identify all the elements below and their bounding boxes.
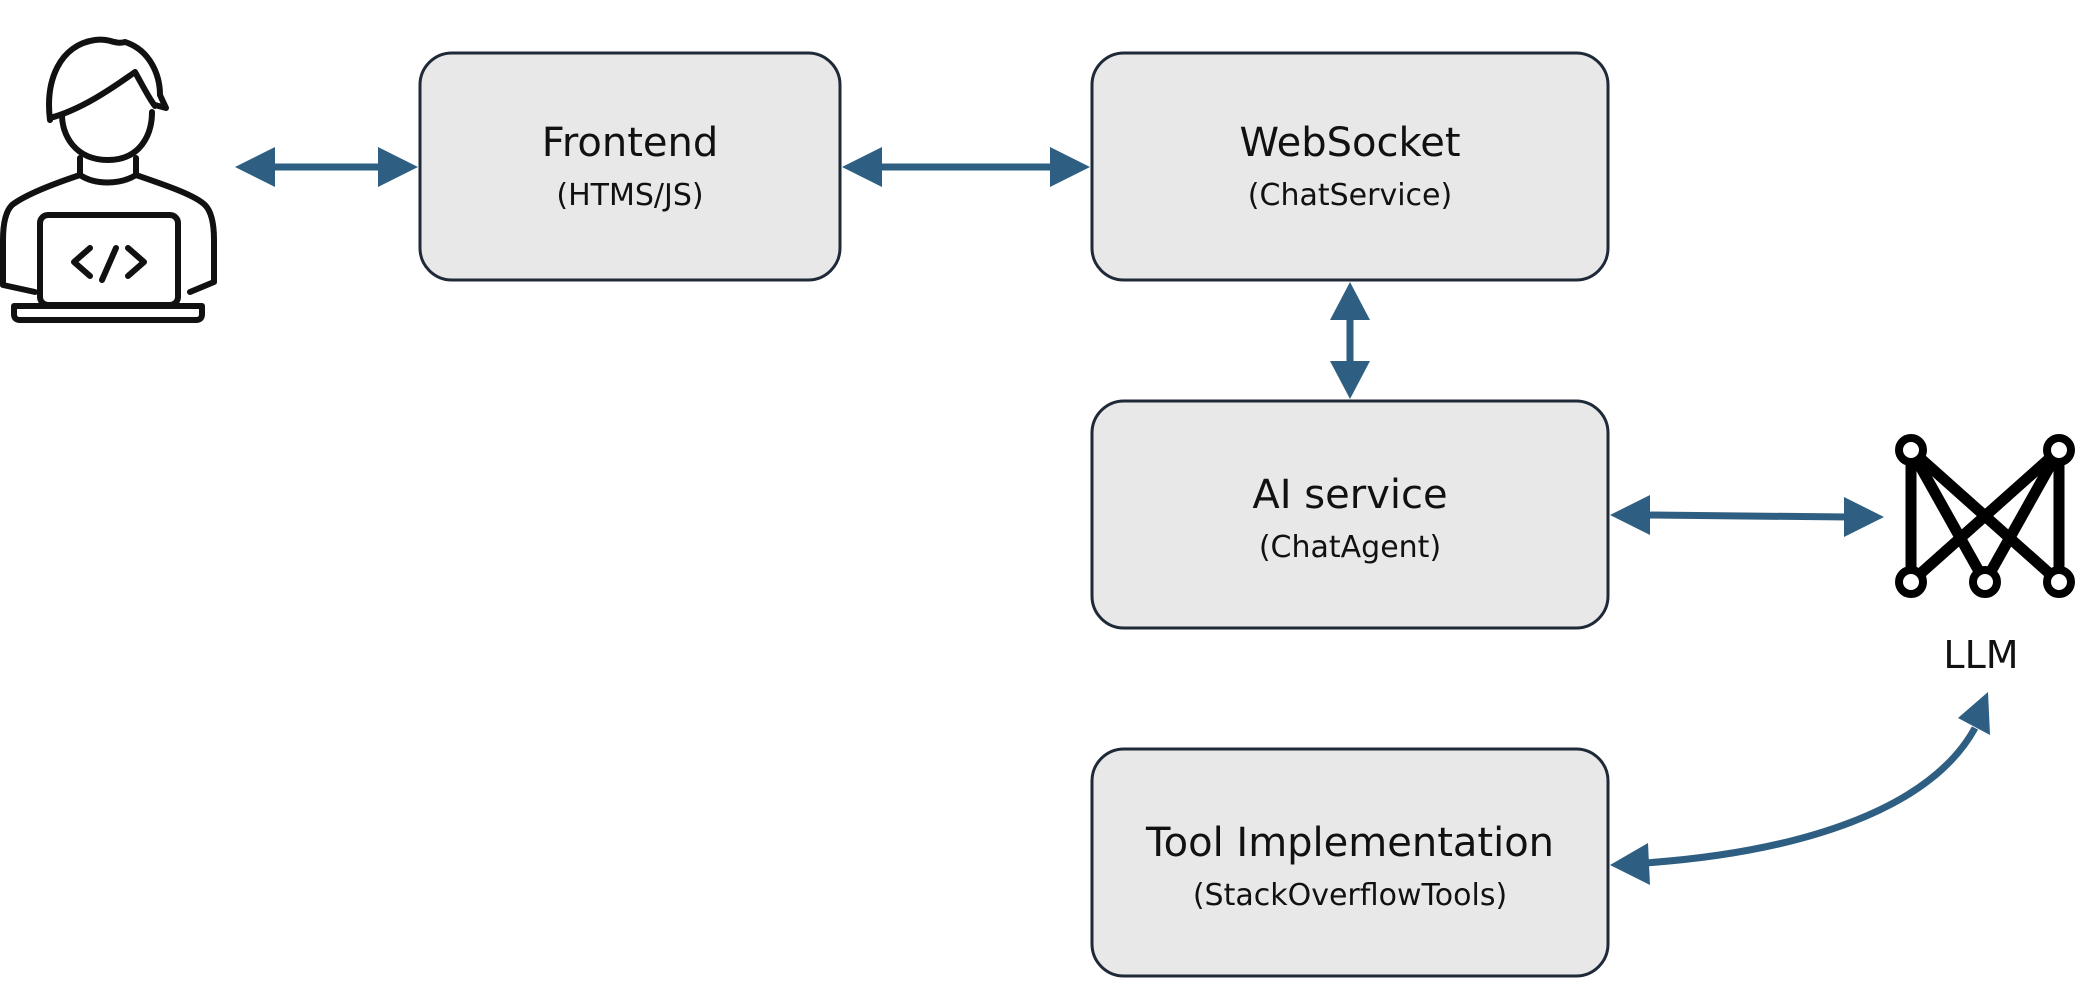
arrow-tools-llm [1610, 692, 1990, 885]
websocket-subtitle: (ChatService) [1248, 178, 1452, 213]
tools-title: Tool Implementation [1145, 820, 1554, 866]
developer-laptop-icon [0, 36, 217, 323]
arrow-websocket-ai-service [1330, 282, 1370, 399]
tool-implementation-node: Tool Implementation (StackOverflowTools) [1090, 747, 1610, 978]
ai-service-title: AI service [1252, 472, 1447, 518]
ai-service-subtitle: (ChatAgent) [1259, 530, 1441, 565]
ai-service-node: AI service (ChatAgent) [1090, 399, 1610, 630]
frontend-subtitle: (HTMS/JS) [556, 178, 703, 213]
arrow-ai-service-llm [1610, 495, 1884, 537]
websocket-title: WebSocket [1239, 120, 1460, 166]
neural-network-icon [1895, 434, 2075, 598]
llm-label: LLM [1943, 633, 2018, 677]
arrow-frontend-websocket [842, 147, 1090, 187]
websocket-node: WebSocket (ChatService) [1090, 51, 1610, 282]
tools-subtitle: (StackOverflowTools) [1193, 878, 1507, 913]
arrow-user-frontend [235, 147, 418, 187]
frontend-title: Frontend [542, 120, 719, 166]
frontend-node: Frontend (HTMS/JS) [418, 51, 842, 282]
